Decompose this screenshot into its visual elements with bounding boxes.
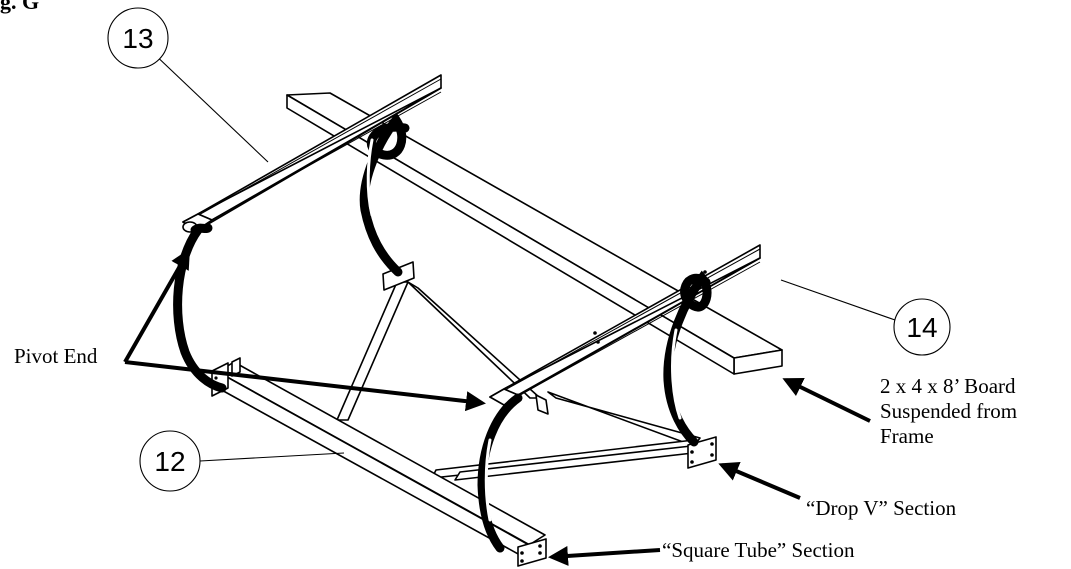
callout-12-number: 12 (154, 446, 185, 477)
board-label-line1: 2 x 4 x 8’ Board (880, 374, 1016, 398)
board-label-line3: Frame (880, 424, 934, 448)
drop-v-label: “Drop V” Section (806, 496, 957, 520)
square-tube-arrow (548, 545, 661, 566)
pivot-end-label: Pivot End (14, 344, 98, 368)
callout-12-bubble (139, 430, 201, 492)
board-label-line2: Suspended from (880, 399, 1017, 423)
callout-13-leader (149, 49, 269, 163)
board-arrow (782, 378, 871, 423)
callout-13-bubble (107, 7, 169, 69)
callout-14-leader (780, 279, 896, 321)
pivot-end-arrows (123, 248, 486, 412)
square-tube-label: “Square Tube” Section (662, 538, 855, 562)
callout-12-leader (199, 452, 345, 462)
drop-v-arrow (718, 462, 801, 500)
callout-14-bubble (893, 298, 951, 356)
callout-14-number: 14 (906, 312, 937, 343)
board-2x4 (286, 92, 783, 375)
drop-v-section (336, 261, 717, 481)
callout-13-number: 13 (122, 23, 153, 54)
figure-label: g. G (0, 0, 39, 14)
